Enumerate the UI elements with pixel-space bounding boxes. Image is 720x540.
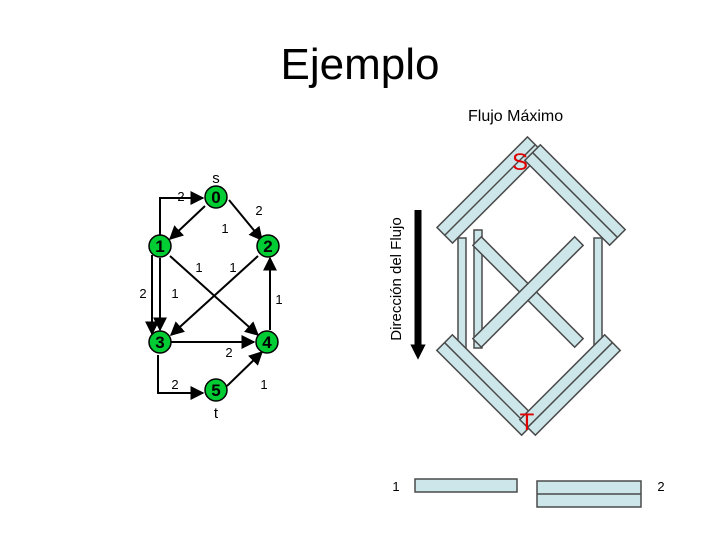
node-2: 2: [256, 234, 280, 258]
legend-thin-label: 1: [392, 479, 399, 494]
edge-n1-n0: [159, 191, 205, 238]
sink-node-label: t: [214, 405, 219, 422]
node-1: 1: [148, 234, 172, 258]
node-4-label: 4: [262, 333, 272, 352]
slide-title: Ejemplo: [280, 40, 440, 89]
edge-n1-n4: [169, 255, 260, 336]
node-0: 0: [204, 185, 228, 209]
edge-label: 1: [171, 286, 178, 301]
graph-nodes: 0 1 2 3 4 5: [148, 185, 280, 402]
graph-edges: [145, 191, 277, 400]
legend-thick-pipe: [536, 480, 642, 508]
node-3-label: 3: [155, 333, 164, 352]
edge-label: 2: [171, 377, 178, 392]
edge-label: 1: [229, 260, 236, 275]
node-3: 3: [148, 330, 172, 354]
edge-label: 2: [177, 189, 184, 204]
legend-thick-label: 2: [657, 479, 664, 494]
edge-n3-n5: [157, 355, 205, 400]
edge-label: 1: [275, 292, 282, 307]
node-1-label: 1: [155, 237, 164, 256]
edge-label: 2: [139, 286, 146, 301]
edge-label: 1: [221, 221, 228, 236]
pipe-left-vertical: [457, 237, 467, 349]
node-5-label: 5: [211, 381, 220, 400]
flow-direction-label: Dirección del Flujo: [388, 217, 405, 340]
pipe-diag-2: [471, 235, 585, 349]
edge-label: 2: [225, 345, 232, 360]
pipe-legend: 1 2: [392, 478, 665, 508]
pipe-lower-left: [435, 333, 539, 437]
edge-label: 2: [255, 203, 262, 218]
pipe-sink-label: T: [520, 409, 535, 436]
legend-thin-pipe: [414, 478, 518, 493]
pipe-right-vertical: [593, 237, 603, 351]
source-node-label: s: [212, 170, 220, 187]
node-0-label: 0: [211, 188, 220, 207]
edge-label: 1: [260, 377, 267, 392]
node-2-label: 2: [263, 237, 272, 256]
edge-label: 1: [195, 260, 202, 275]
edge-n0-n2: [228, 199, 263, 242]
diagram-subtitle: Flujo Máximo: [468, 108, 564, 125]
pipe-inner-left-vertical: [473, 229, 483, 349]
pipe-upper-right: [523, 143, 627, 247]
edge-n0-n1: [168, 205, 206, 240]
node-5: 5: [204, 378, 228, 402]
pipe-upper-left: [435, 135, 545, 245]
edge-n5-n4: [226, 351, 264, 387]
edge-labels: 2 1 2 1 1 2 1 1 2 2 1: [139, 189, 282, 392]
node-4: 4: [255, 330, 279, 354]
pipe-lower-right: [518, 333, 622, 437]
pipe-network: [435, 135, 627, 437]
pipe-source-label: S: [512, 149, 528, 176]
